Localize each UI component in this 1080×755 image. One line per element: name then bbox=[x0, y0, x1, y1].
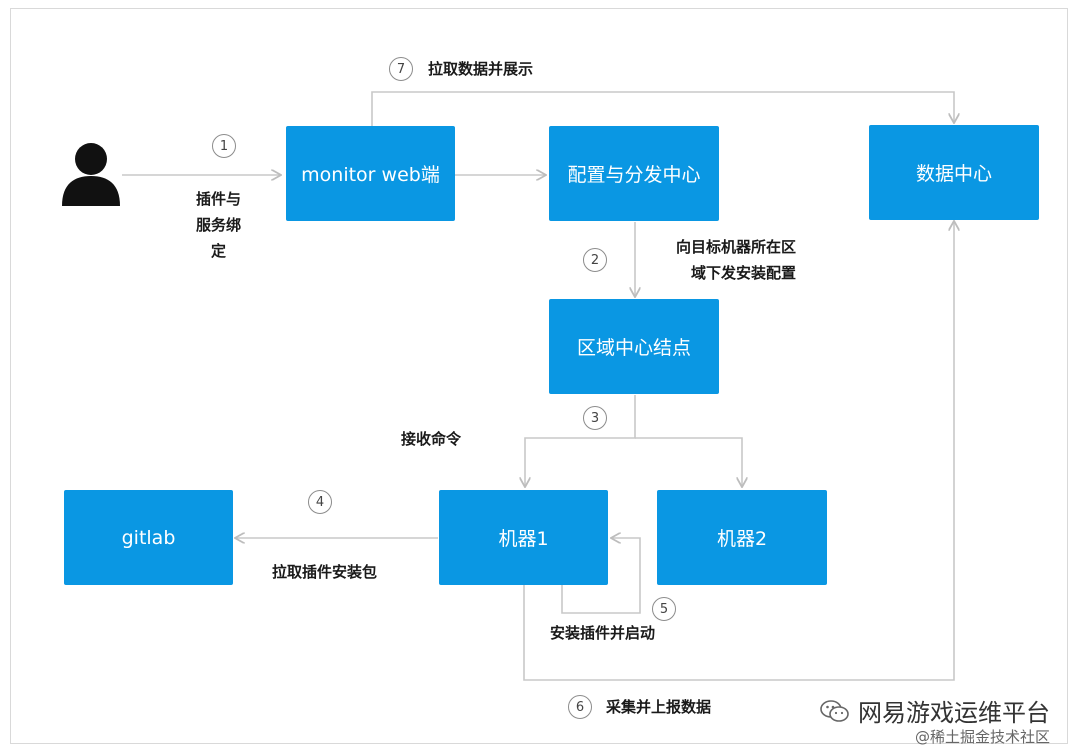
step-6-badge: 6 bbox=[568, 695, 592, 719]
region-node: 区域中心结点 bbox=[549, 299, 719, 394]
step-2-badge: 2 bbox=[583, 248, 607, 272]
gitlab-label: gitlab bbox=[121, 526, 176, 549]
edge-region-machine2 bbox=[635, 437, 742, 486]
step-6-label: 采集并上报数据 bbox=[606, 698, 712, 716]
step-5-label: 安装插件并启动 bbox=[550, 624, 656, 642]
step-7-label: 拉取数据并展示 bbox=[428, 60, 534, 78]
watermark-sub: @稀土掘金技术社区 bbox=[914, 728, 1050, 746]
monitor-web-node: monitor web端 bbox=[286, 126, 455, 221]
step-2-label: 向目标机器所在区 域下发安装配置 bbox=[676, 238, 797, 282]
watermark: 网易游戏运维平台 @稀土掘金技术社区 bbox=[820, 693, 1050, 747]
config-center-label: 配置与分发中心 bbox=[567, 164, 701, 186]
step-7-badge: 7 bbox=[389, 57, 413, 81]
data-center-node: 数据中心 bbox=[869, 125, 1039, 220]
edge-region-machine1 bbox=[525, 395, 636, 486]
step-1-label: 插件与 服务绑 定 bbox=[196, 190, 242, 260]
edge-monitor-datacenter bbox=[371, 91, 954, 126]
gitlab-node: gitlab bbox=[64, 490, 233, 585]
edge-machine1-loop bbox=[561, 538, 641, 614]
step-1-badge: 1 bbox=[212, 134, 236, 158]
step-3-badge: 3 bbox=[583, 406, 607, 430]
user-icon bbox=[62, 143, 120, 206]
step-4-label: 拉取插件安装包 bbox=[272, 563, 378, 581]
data-center-label: 数据中心 bbox=[915, 163, 992, 185]
machine1-label: 机器1 bbox=[498, 528, 549, 550]
machine1-node: 机器1 bbox=[439, 490, 608, 585]
step-4-badge: 4 bbox=[308, 490, 332, 514]
diagram-frame bbox=[10, 8, 1068, 744]
machine2-label: 机器2 bbox=[716, 528, 768, 550]
config-center-node: 配置与分发中心 bbox=[549, 126, 719, 221]
watermark-brand: 网易游戏运维平台 bbox=[858, 699, 1050, 727]
monitor-web-label: monitor web端 bbox=[301, 164, 440, 186]
machine2-node: 机器2 bbox=[657, 490, 827, 585]
step-3-label: 接收命令 bbox=[401, 430, 462, 448]
wechat-icon bbox=[820, 699, 849, 722]
edge-machine1-datacenter bbox=[523, 222, 954, 681]
region-node-label: 区域中心结点 bbox=[576, 337, 691, 359]
step-5-badge: 5 bbox=[652, 597, 676, 621]
